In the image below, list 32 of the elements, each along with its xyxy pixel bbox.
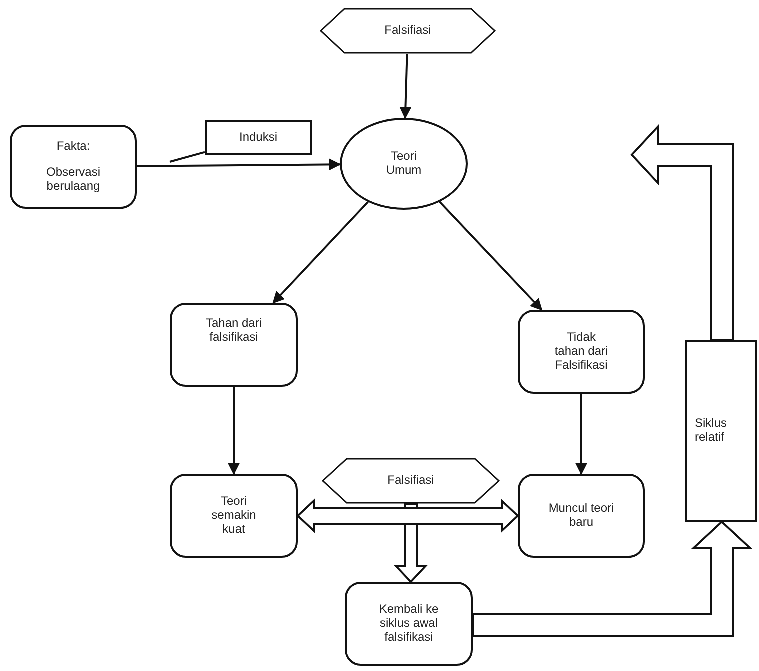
hexagon-node xyxy=(320,8,496,54)
node-text: Siklus relatif xyxy=(695,417,728,445)
rounded-box xyxy=(345,582,473,666)
node-text: Observasi berulaang xyxy=(45,166,102,194)
node-text: Tidak tahan dari Falsifikasi xyxy=(554,331,610,373)
process-box xyxy=(685,340,757,522)
node-text: Fakta: xyxy=(56,140,90,154)
block-arrow xyxy=(630,124,734,341)
rounded-box xyxy=(170,303,298,387)
arrow xyxy=(439,201,543,311)
node-text: Muncul teori baru xyxy=(548,502,615,530)
node-text: Tahan dari falsifikasi xyxy=(204,317,264,345)
arrow xyxy=(272,201,369,304)
arrow xyxy=(228,387,240,476)
node-text: Teori Umum xyxy=(385,150,423,178)
arrow xyxy=(137,158,342,171)
leader-line xyxy=(170,151,206,163)
node-text: Induksi xyxy=(239,130,278,144)
rounded-box xyxy=(518,474,645,558)
rounded-box xyxy=(10,125,137,209)
hexagon-node xyxy=(322,458,500,504)
arrow xyxy=(576,394,588,476)
block-arrow xyxy=(472,520,753,637)
node-text: Falsifiasi xyxy=(384,24,432,38)
node-text: Teori semakin kuat xyxy=(210,495,258,537)
node-text: Kembali ke siklus awal falsifikasi xyxy=(378,603,440,645)
rounded-box xyxy=(518,310,645,394)
block-arrow xyxy=(296,498,520,534)
node-text: Falsifiasi xyxy=(388,474,434,488)
rounded-box xyxy=(170,474,298,558)
label-box xyxy=(205,120,312,155)
arrow xyxy=(400,54,412,120)
